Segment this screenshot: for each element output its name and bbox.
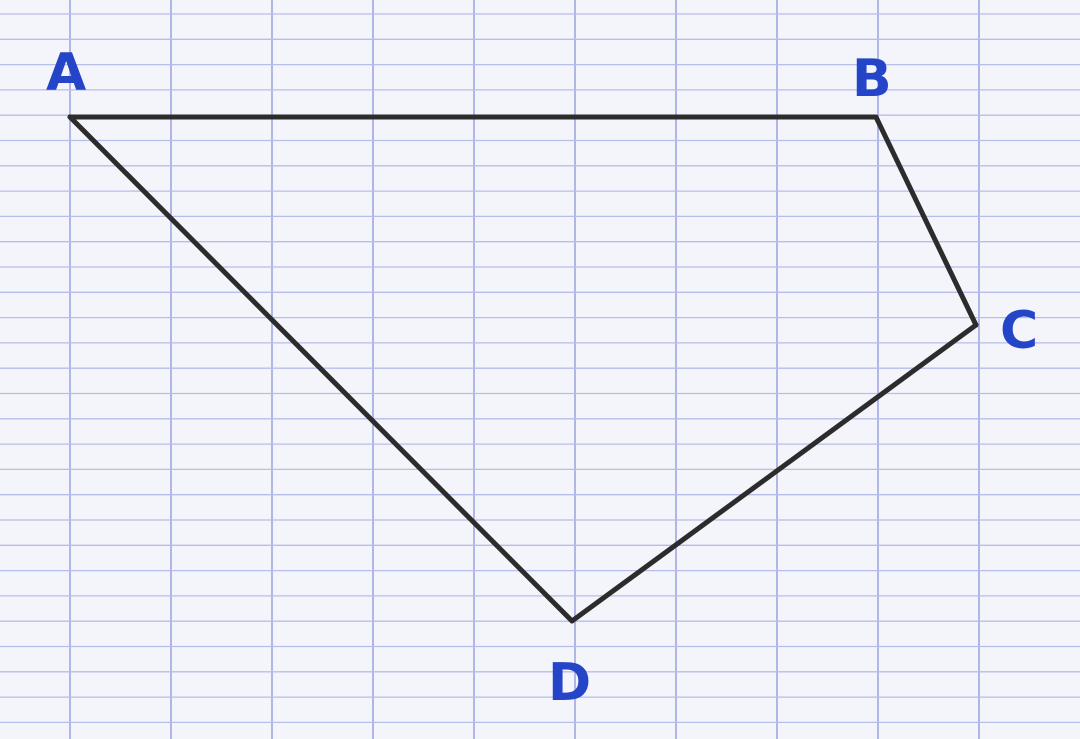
edge-da: [67, 114, 575, 624]
edge-cd: [569, 322, 979, 624]
edge-bc: [873, 114, 979, 328]
quadrilateral-edges: [67, 114, 979, 624]
vertex-label-b: B: [852, 49, 892, 109]
vertex-label-d: D: [548, 653, 591, 713]
vertex-label-a: A: [46, 43, 86, 103]
vertex-label-c: C: [1000, 301, 1038, 361]
